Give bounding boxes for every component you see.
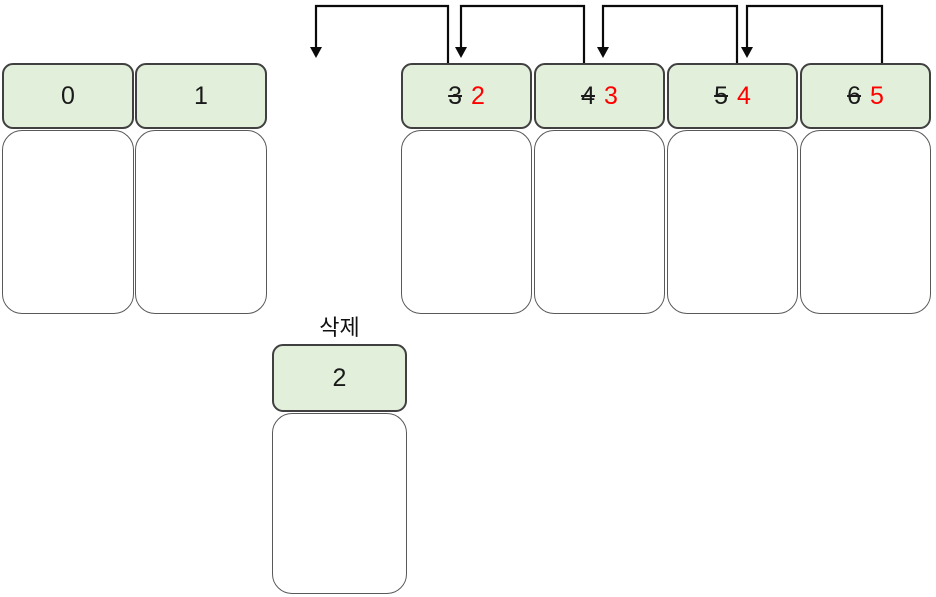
index-header: 5 4 [667, 63, 798, 129]
cell-body [401, 130, 532, 314]
shift-arrow-6-to-position-5 [741, 4, 884, 63]
index-label: 0 [61, 81, 75, 110]
old-index-label: 3 [448, 81, 462, 110]
index-header: 4 3 [534, 63, 665, 129]
new-index-label: 3 [604, 81, 618, 110]
new-index-label: 5 [870, 81, 884, 110]
cell-body [667, 130, 798, 314]
deleted-array-cell-2: 2 [272, 344, 407, 594]
index-label: 1 [194, 81, 208, 110]
new-index-label: 4 [737, 81, 751, 110]
index-label: 2 [332, 363, 347, 392]
array-cell-shifted-2: 5 4 [667, 63, 798, 314]
cell-body [534, 130, 665, 314]
index-header: 2 [272, 344, 407, 412]
shift-arrow-4-to-position-3 [455, 4, 586, 63]
index-header: 3 2 [401, 63, 532, 129]
new-index-label: 2 [471, 81, 485, 110]
array-cell-1: 1 [135, 63, 267, 314]
old-index-label: 4 [581, 81, 595, 110]
shift-arrow-3-to-position-2 [310, 4, 450, 63]
cell-body [800, 130, 931, 314]
array-cell-shifted-0: 3 2 [401, 63, 532, 314]
shift-arrow-5-to-position-4 [597, 4, 739, 63]
old-index-label: 6 [847, 81, 861, 110]
array-cell-0: 0 [2, 63, 134, 314]
array-cell-shifted-1: 4 3 [534, 63, 665, 314]
delete-label: 삭제 [319, 315, 360, 340]
cell-body [2, 130, 134, 314]
cell-body [272, 413, 407, 594]
index-header: 1 [135, 63, 267, 129]
array-cell-shifted-3: 6 5 [800, 63, 931, 314]
index-header: 6 5 [800, 63, 931, 129]
index-header: 0 [2, 63, 134, 129]
cell-body [135, 130, 267, 314]
old-index-label: 5 [714, 81, 728, 110]
